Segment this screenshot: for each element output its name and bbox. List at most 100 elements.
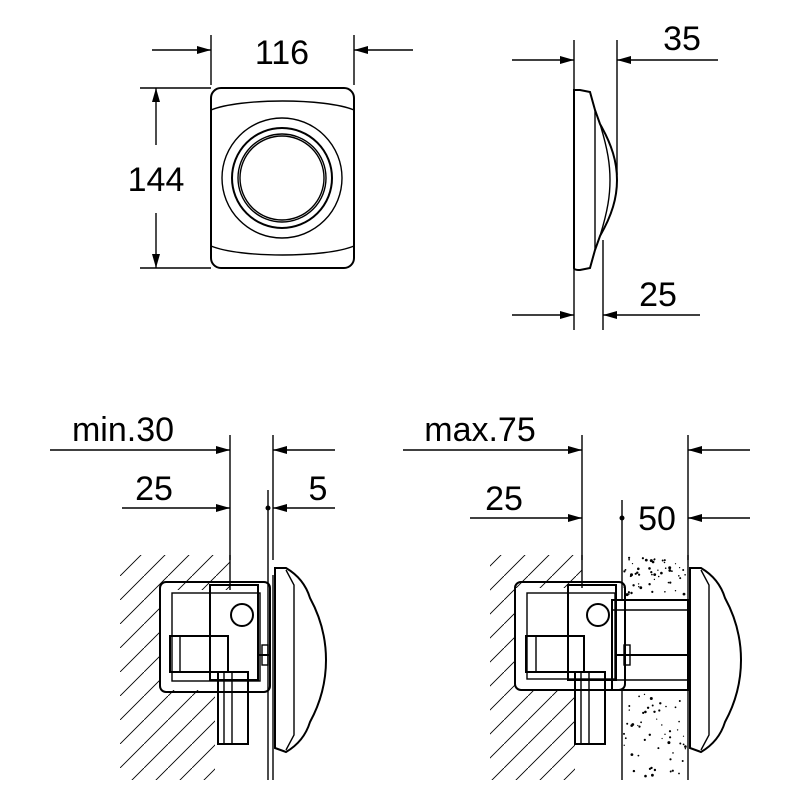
concrete-speck <box>651 773 654 777</box>
concrete-speck <box>682 735 685 737</box>
plate-edge <box>700 569 710 751</box>
concrete-speck <box>627 591 631 594</box>
concrete-speck <box>650 571 653 574</box>
concrete-speck <box>678 575 680 577</box>
concrete-speck <box>651 573 653 576</box>
concrete-speck <box>642 711 645 715</box>
concrete-speck <box>653 558 656 561</box>
concrete-speck <box>657 569 659 571</box>
concrete-speck <box>631 563 634 565</box>
concrete-speck <box>625 593 629 597</box>
concrete-speck <box>644 774 647 778</box>
concrete-speck <box>679 742 682 745</box>
concrete-speck <box>623 732 625 735</box>
concrete-speck <box>660 571 663 575</box>
concrete-speck <box>648 583 651 586</box>
concrete-speck <box>668 730 672 733</box>
concrete-speck <box>651 560 655 564</box>
concrete-speck <box>624 569 627 571</box>
installation-min: min.30 25 5 <box>50 411 335 780</box>
button-face <box>239 135 325 221</box>
concrete-speck <box>628 558 630 561</box>
concrete-speck <box>682 569 685 571</box>
reference-dot <box>265 505 271 511</box>
concrete-speck <box>658 709 661 712</box>
button-inner <box>237 133 327 223</box>
concrete-speck <box>638 586 640 588</box>
wall-hatch <box>120 555 230 780</box>
concrete-speck <box>651 590 654 594</box>
concrete-speck <box>663 561 666 564</box>
concrete-speck <box>631 723 635 726</box>
concrete-speck <box>663 559 666 562</box>
installation-max: max.75 25 50 <box>403 411 750 780</box>
side-view: 35 25 <box>512 20 718 330</box>
concrete-speck <box>684 574 686 576</box>
plate-side-profile <box>573 89 619 272</box>
valve-body <box>209 584 259 681</box>
concrete-speck <box>628 556 631 559</box>
concrete-speck <box>678 772 680 775</box>
concrete-speck <box>684 748 687 750</box>
plate-edge <box>589 91 596 269</box>
concrete-speck <box>653 573 657 576</box>
concrete-speck <box>643 738 646 742</box>
concrete-speck <box>637 567 640 571</box>
concrete-speck <box>640 721 642 724</box>
plate-bottom-curve <box>210 245 355 256</box>
concrete-speck <box>671 570 673 572</box>
plate-edge <box>285 569 295 751</box>
concrete-speck <box>661 737 663 740</box>
body-depth-label: 25 <box>485 480 523 518</box>
inlet-fitting <box>169 635 229 673</box>
concrete-speck <box>629 575 632 578</box>
concrete-speck <box>628 705 631 707</box>
valve-housing <box>514 581 626 691</box>
flush-plate-profile <box>689 567 743 754</box>
plate-dimension-label: 25 <box>639 276 677 314</box>
concrete-speck <box>637 583 640 585</box>
concrete-speck <box>628 593 630 595</box>
concrete-speck <box>628 709 630 711</box>
concrete-speck <box>679 577 682 580</box>
concrete-speck <box>626 722 629 725</box>
concrete-speck <box>653 710 656 713</box>
concrete-speck <box>659 702 662 705</box>
outlet-pipe <box>217 671 249 745</box>
concrete-speck <box>661 559 664 562</box>
concrete-speck <box>651 704 654 707</box>
concrete-speck <box>639 586 643 590</box>
concrete-speck <box>648 733 651 736</box>
wall-hatch <box>490 555 582 780</box>
gap-label: 5 <box>309 470 328 508</box>
outlet-pipe <box>574 671 606 745</box>
concrete-speck <box>669 581 672 584</box>
concrete-speck <box>676 729 679 731</box>
concrete-speck <box>648 567 651 570</box>
button-outer-ring <box>221 117 343 239</box>
concrete-speck <box>632 584 635 587</box>
concrete-speck <box>665 705 667 708</box>
front-view: 116 144 <box>128 34 413 269</box>
wall-max-label: max.75 <box>424 411 536 449</box>
concrete-speck <box>672 752 674 754</box>
concrete-speck <box>630 591 633 595</box>
concrete-speck <box>641 557 645 560</box>
valve-housing <box>159 581 271 693</box>
wall-min-label: min.30 <box>72 411 174 449</box>
concrete-speck <box>657 575 660 578</box>
concrete-speck <box>664 733 666 735</box>
concrete-speck <box>674 563 677 565</box>
concrete-speck <box>646 706 650 709</box>
concrete-speck <box>669 770 672 773</box>
concrete-speck <box>656 718 658 720</box>
concrete-speck <box>667 581 670 584</box>
concrete-speck <box>657 747 660 750</box>
concrete-speck <box>669 736 672 739</box>
concrete-speck <box>684 745 687 748</box>
concrete-speck <box>682 743 685 746</box>
body-depth-label: 25 <box>135 470 173 508</box>
concrete-speck <box>638 725 641 728</box>
concrete-speck <box>644 710 647 714</box>
